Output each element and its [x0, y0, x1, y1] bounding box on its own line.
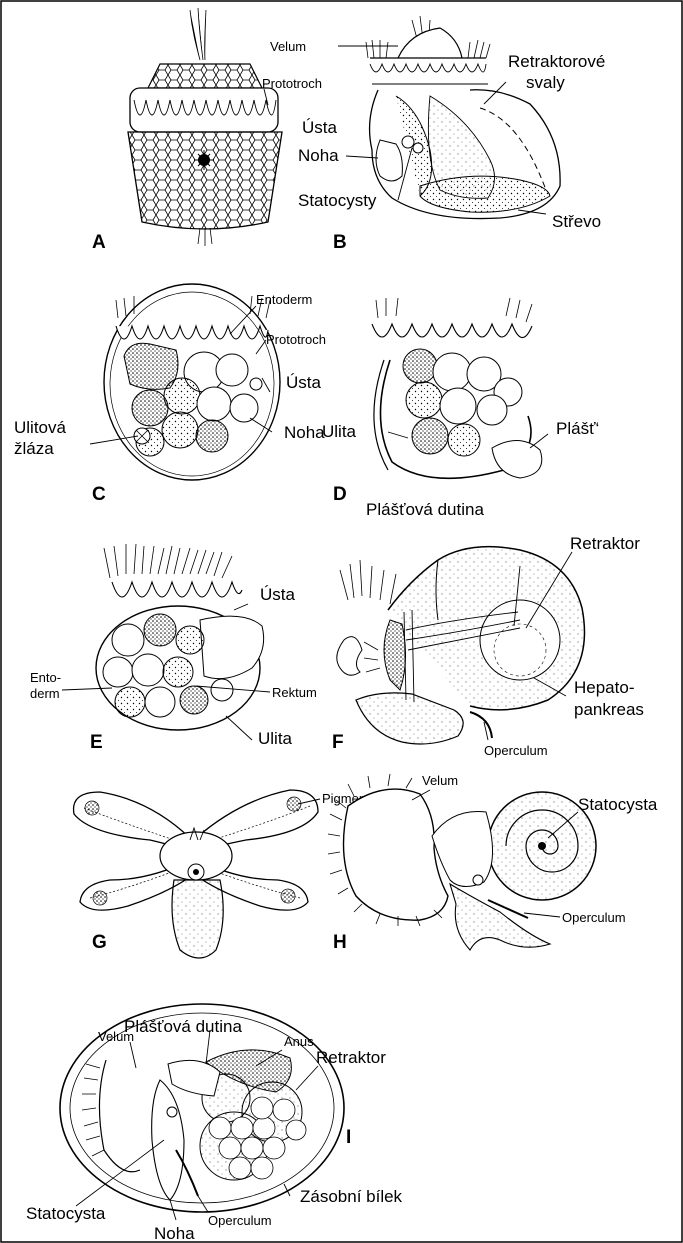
label-i-zasobni: Zásobní bílek: [300, 1187, 403, 1206]
panel-letter-c: C: [92, 484, 106, 505]
figure-d-veliger: Ulita Plášť‘ D: [322, 298, 599, 505]
panel-letter-h: H: [333, 932, 347, 953]
label-d-plast: Plášť‘: [556, 419, 599, 438]
panel-letter-e: E: [90, 732, 103, 753]
label-b-strevo: Střevo: [552, 212, 601, 231]
label-f-hepato: Hepato-: [574, 678, 634, 697]
figure-i-veliger: Plášťová dutina Velum Anus Retraktor Sta…: [26, 1004, 403, 1243]
figure-h-veliger: Velum Statocysta Operculum H: [328, 773, 658, 953]
label-h-velum: Velum: [422, 773, 458, 788]
panel-letter-d: D: [333, 484, 347, 505]
label-b-retraktorove: Retraktorové: [508, 52, 605, 71]
label-b-noha: Noha: [298, 146, 339, 165]
label-b-statocysty: Statocysty: [298, 191, 377, 210]
label-e-usta: Ústa: [260, 585, 296, 604]
label-c-entoderm: Entoderm: [256, 292, 312, 307]
label-d-ulita: Ulita: [322, 422, 357, 441]
figure-e-veliger: Ústa Ento- derm Rektum Ulita E: [30, 544, 317, 753]
label-i-plastova-dutina: Plášťová dutina: [124, 1017, 242, 1036]
label-b-svaly: svaly: [526, 73, 565, 92]
label-f-pankreas: pankreas: [574, 700, 644, 719]
label-i-operculum: Operculum: [208, 1213, 272, 1228]
label-c-usta: Ústa: [286, 373, 322, 392]
label-e-rektum: Rektum: [272, 685, 317, 700]
label-h-operculum: Operculum: [562, 910, 626, 925]
label-f-operculum: Operculum: [484, 743, 548, 758]
label-e-derm: derm: [30, 686, 60, 701]
figure-f-veliger: Plášťová dutina Retraktor Hepato- pankre…: [332, 500, 644, 758]
panel-letter-f: F: [332, 732, 344, 753]
label-b-velum: Velum: [270, 39, 306, 54]
panel-letter-i: I: [346, 1127, 351, 1148]
figure-c-veliger: Entoderm Prototroch Ústa Ulitová žláza N…: [14, 284, 326, 505]
label-i-noha: Noha: [154, 1224, 195, 1243]
label-i-retraktor: Retraktor: [316, 1048, 386, 1067]
label-e-ento: Ento-: [30, 670, 61, 685]
panel-letter-g: G: [92, 932, 107, 953]
label-c-prototroch: Prototroch: [266, 332, 326, 347]
label-c-zlaza: žláza: [14, 439, 54, 458]
label-b-usta: Ústa: [302, 118, 338, 137]
label-a-prototroch: Prototroch: [262, 76, 322, 91]
label-i-statocysta: Statocysta: [26, 1204, 106, 1223]
figure-b-veliger: Velum Retraktorové svaly Ústa Noha Stato…: [270, 16, 605, 253]
label-c-noha: Noha: [284, 423, 325, 442]
label-i-velum: Velum: [98, 1029, 134, 1044]
label-f-retraktor: Retraktor: [570, 534, 640, 553]
label-c-ulitova: Ulitová: [14, 418, 67, 437]
panel-letter-b: B: [333, 232, 347, 253]
panel-letter-a: A: [92, 232, 106, 253]
label-e-ulita: Ulita: [258, 729, 293, 748]
label-i-anus: Anus: [284, 1034, 314, 1049]
figure-g-veliger: Pigment G: [74, 790, 371, 958]
label-f-plastova-dutina: Plášťová dutina: [366, 500, 484, 519]
label-h-statocysta: Statocysta: [578, 795, 658, 814]
